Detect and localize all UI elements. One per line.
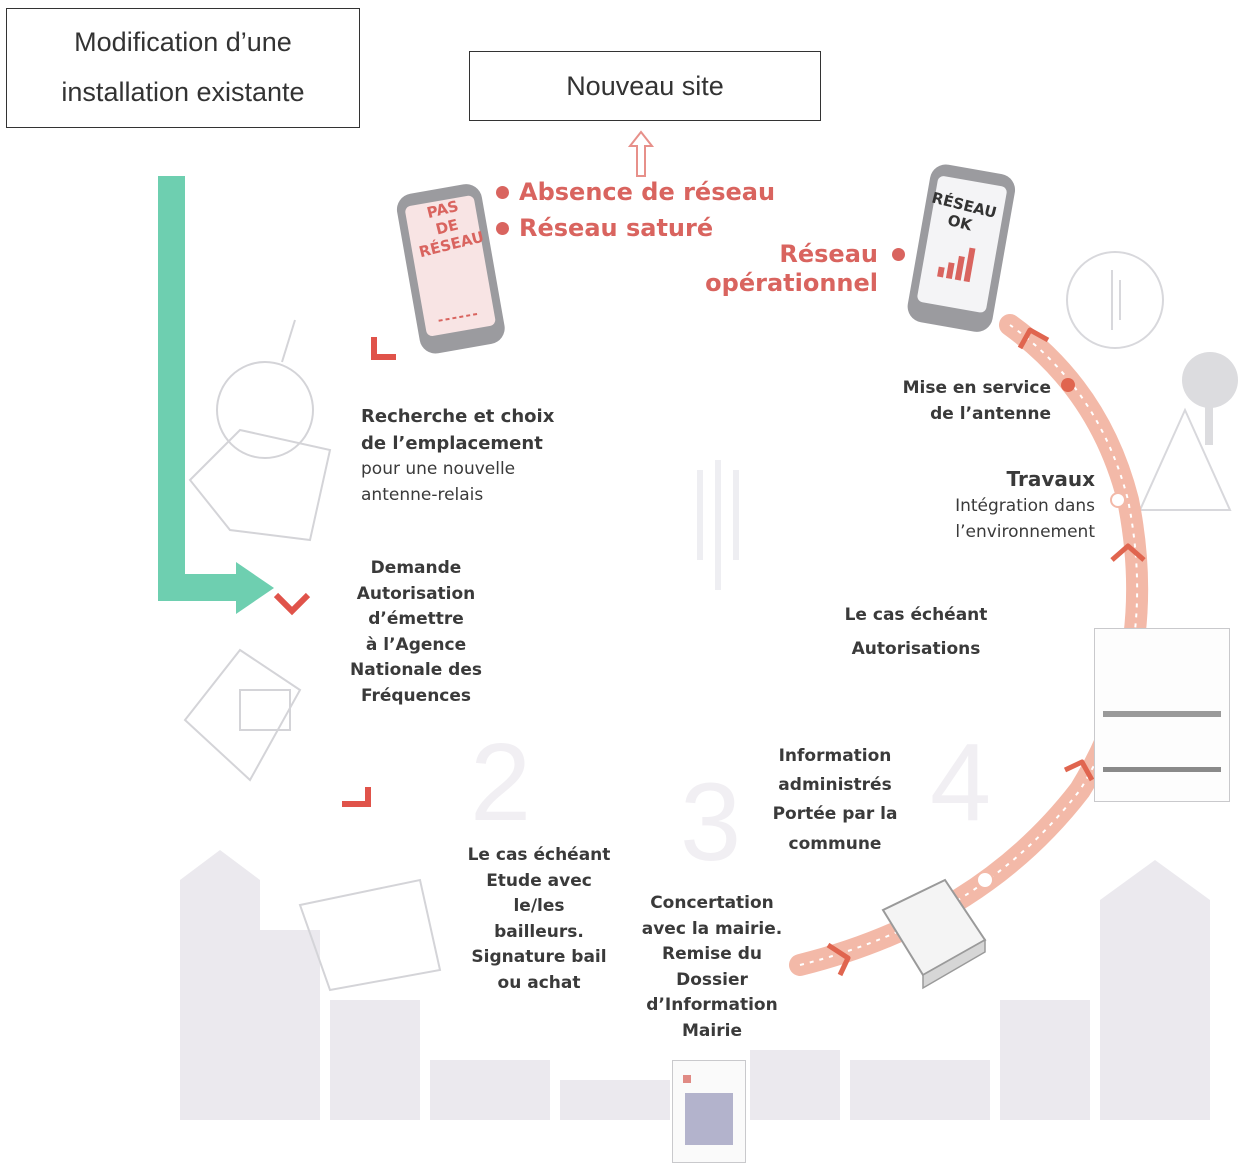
box-modification-installation: Modification d’une installation existant… — [6, 8, 360, 128]
svg-text:4: 4 — [930, 721, 991, 844]
document-thumbnail-right — [1094, 628, 1230, 802]
step-travaux: Travaux Intégration dans l’environnement — [930, 464, 1095, 545]
step-mise-en-service: Mise en service de l’antenne — [880, 376, 1051, 427]
step-demande-4: à l’Agence — [365, 634, 467, 655]
step-bailleur-1: Le cas échéant — [467, 845, 611, 865]
step-mise-2: de l’antenne — [930, 403, 1051, 424]
step-travaux-sub-2: l’environnement — [955, 521, 1095, 542]
svg-text:2: 2 — [470, 721, 531, 844]
step-autorisations: Le cas échéant Autorisations — [836, 598, 996, 666]
step-concertation-3: Remise du — [662, 944, 762, 964]
step-mise-1: Mise en service — [902, 378, 1051, 398]
step-bailleur-6: ou achat — [497, 972, 581, 993]
status-operationnel: Réseau opérationnel — [690, 240, 878, 298]
step-autorisations-1: Le cas échéant — [844, 605, 988, 625]
document-thumbnail-bottom — [672, 1060, 746, 1163]
step-information: Information administrés Portée par la co… — [760, 742, 910, 859]
status-absence: Absence de réseau — [496, 178, 775, 206]
phone-network-ok — [907, 164, 1016, 332]
box-nouveau-site: Nouveau site — [469, 51, 821, 121]
step-concertation: Concertation avec la mairie. Remise du D… — [636, 891, 788, 1044]
status-sature-dot-icon — [496, 221, 509, 235]
step-recherche-title-2: de l’emplacement — [361, 433, 543, 454]
document-thumbnail-bottom-mark — [683, 1075, 691, 1083]
status-absence-label: Absence de réseau — [519, 178, 776, 206]
status-sature: Réseau saturé — [496, 214, 713, 242]
step-demande-3: d’émettre — [368, 609, 464, 629]
up-arrow-icon — [627, 130, 655, 177]
step-concertation-4: Dossier — [676, 969, 748, 990]
document-thumbnail-right-bar2 — [1103, 767, 1221, 772]
dossier-icon — [881, 878, 987, 990]
step-recherche-sub-2: antenne-relais — [361, 484, 484, 505]
status-absence-dot-icon — [496, 185, 509, 199]
box-modification-line2: installation existante — [61, 77, 305, 107]
step-information-1: Information — [778, 746, 892, 766]
status-operationnel-line1: Réseau — [779, 240, 878, 268]
box-modification-line1: Modification d’une — [74, 27, 292, 58]
step-bailleur-2: Etude avec — [486, 870, 592, 891]
step-demande-6: Fréquences — [360, 685, 472, 706]
status-operationnel-line2: opérationnel — [705, 268, 878, 297]
document-thumbnail-bottom-block — [685, 1093, 733, 1145]
box-nouveau-site-label: Nouveau site — [566, 70, 724, 101]
step-concertation-6: Mairie — [682, 1020, 742, 1041]
step-demande-1: Demande — [370, 558, 462, 578]
step-bailleur-4: bailleurs. — [494, 921, 584, 942]
step-bailleur-3: le/les — [513, 896, 565, 916]
step-travaux-title: Travaux — [1006, 467, 1095, 491]
step-demande-5: Nationale des — [350, 660, 482, 680]
step-concertation-2: avec la mairie. — [641, 918, 783, 939]
step-recherche-title-1: Recherche et choix — [361, 406, 555, 427]
step-bailleur-5: Signature bail — [471, 947, 607, 967]
step-information-3: Portée par la — [772, 804, 898, 825]
phone-no-network — [396, 184, 505, 354]
step-recherche: Recherche et choix de l’emplacement pour… — [361, 403, 554, 508]
step-autorisations-2: Autorisations — [851, 639, 981, 659]
step-recherche-sub-1: pour une nouvelle — [361, 459, 516, 479]
step-concertation-1: Concertation — [650, 893, 774, 913]
step-information-4: commune — [788, 833, 882, 854]
status-operationnel-dot-icon — [892, 248, 905, 261]
step-demande: Demande Autorisation d’émettre à l’Agenc… — [336, 556, 496, 709]
status-sature-label: Réseau saturé — [519, 214, 714, 242]
step-concertation-5: d’Information — [646, 995, 778, 1015]
step-bailleur: Le cas échéant Etude avec le/les bailleu… — [464, 843, 614, 996]
step-demande-2: Autorisation — [356, 583, 476, 604]
document-thumbnail-right-bar1 — [1103, 711, 1221, 717]
svg-text:3: 3 — [680, 761, 741, 884]
step-travaux-sub-1: Intégration dans — [955, 496, 1095, 516]
step-information-2: administrés — [778, 775, 892, 796]
